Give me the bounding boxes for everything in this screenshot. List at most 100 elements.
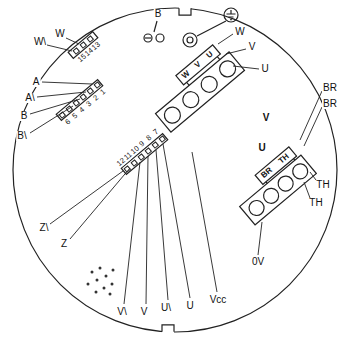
signal-label: W\ <box>33 37 47 47</box>
signal-label: Z\ <box>39 223 50 233</box>
board-notch <box>179 8 191 15</box>
leader-line <box>154 21 157 32</box>
screw-hole <box>144 34 152 42</box>
leader-line <box>156 150 168 300</box>
screw-terminal <box>216 58 239 81</box>
screw-hole <box>156 34 164 42</box>
terminal-row <box>121 134 168 175</box>
signal-label: U <box>257 143 266 153</box>
leader-line <box>37 92 86 97</box>
leader-line <box>226 49 246 54</box>
terminal <box>87 88 93 94</box>
dot <box>96 279 99 282</box>
leader-line <box>42 82 92 84</box>
board-outline <box>13 8 337 332</box>
notch-gap <box>179 5 191 15</box>
terminal-squares <box>59 36 165 172</box>
dot <box>111 283 114 286</box>
screw-terminal <box>290 161 311 182</box>
signal-label: A <box>32 77 41 87</box>
dot-pattern <box>87 267 115 296</box>
dot <box>112 269 115 272</box>
leader-line <box>304 107 322 146</box>
terminal-housing <box>56 80 103 121</box>
leader-line <box>300 91 322 140</box>
terminal-row <box>56 80 103 121</box>
dot <box>105 275 108 278</box>
earth-symbol <box>227 10 236 20</box>
leader-lines <box>30 34 322 304</box>
signal-label: V <box>248 42 257 52</box>
board-notch <box>162 325 174 332</box>
dot <box>109 293 112 296</box>
terminal-housing <box>121 134 168 175</box>
dot <box>91 271 94 274</box>
signal-label: V\ <box>116 307 127 317</box>
terminal-strip <box>176 45 220 85</box>
leader-line <box>233 66 259 69</box>
signal-label: U\ <box>160 303 172 313</box>
signal-label: Z <box>60 239 68 249</box>
leader-line <box>146 156 148 304</box>
dot <box>99 267 102 270</box>
leader-line <box>304 182 310 198</box>
screw-slot <box>145 37 151 38</box>
leader-line <box>30 106 73 133</box>
terminal <box>80 94 86 100</box>
terminal <box>87 36 93 42</box>
signal-label: W <box>234 27 245 37</box>
earth-screw <box>183 33 197 47</box>
terminal <box>159 136 165 142</box>
leader-line <box>218 34 233 44</box>
terminal <box>94 82 100 88</box>
signal-label: B\ <box>16 131 27 141</box>
screw-terminal <box>180 88 203 111</box>
leader-line <box>124 162 140 304</box>
signal-label: B <box>20 111 29 121</box>
screw-terminal <box>161 104 184 127</box>
terminal <box>145 148 151 154</box>
signal-label: TH <box>308 198 323 208</box>
terminal <box>131 160 137 166</box>
earth-symbol <box>224 8 238 22</box>
signal-label: TH <box>315 180 330 190</box>
signal-label: BR <box>322 99 338 109</box>
terminal <box>80 42 86 48</box>
signal-label: V <box>140 307 149 317</box>
signal-label: A\ <box>24 93 35 103</box>
screw-terminal <box>246 197 267 218</box>
leader-line <box>258 222 262 255</box>
signal-label: U <box>185 301 194 311</box>
terminal <box>138 154 144 160</box>
earth-screw <box>187 37 193 43</box>
screw-terminal <box>275 173 296 194</box>
signal-label: U <box>260 64 269 74</box>
screw-terminal <box>198 73 221 96</box>
signal-label: Vcc <box>209 295 228 305</box>
leader-line <box>47 45 72 51</box>
dot <box>103 287 106 290</box>
strip-post <box>187 57 220 86</box>
block-body <box>156 52 245 132</box>
terminal <box>152 142 158 148</box>
dot <box>95 291 98 294</box>
leader-line <box>192 152 217 292</box>
terminal <box>73 48 79 54</box>
screw-terminal <box>261 185 282 206</box>
leader-line <box>66 38 79 44</box>
dot <box>87 283 90 286</box>
leader-line <box>163 144 190 298</box>
signal-label: V <box>262 113 271 123</box>
brake-thermal-block <box>231 144 317 225</box>
signal-label: BR <box>322 83 338 93</box>
signal-label: W <box>54 29 65 39</box>
notch-gap <box>162 325 174 335</box>
leader-line <box>310 172 316 180</box>
leader-line <box>70 168 130 239</box>
leader-line <box>197 21 226 36</box>
signal-label: B <box>154 9 163 19</box>
signal-label: 0V <box>251 257 265 267</box>
leader-line <box>50 171 123 224</box>
